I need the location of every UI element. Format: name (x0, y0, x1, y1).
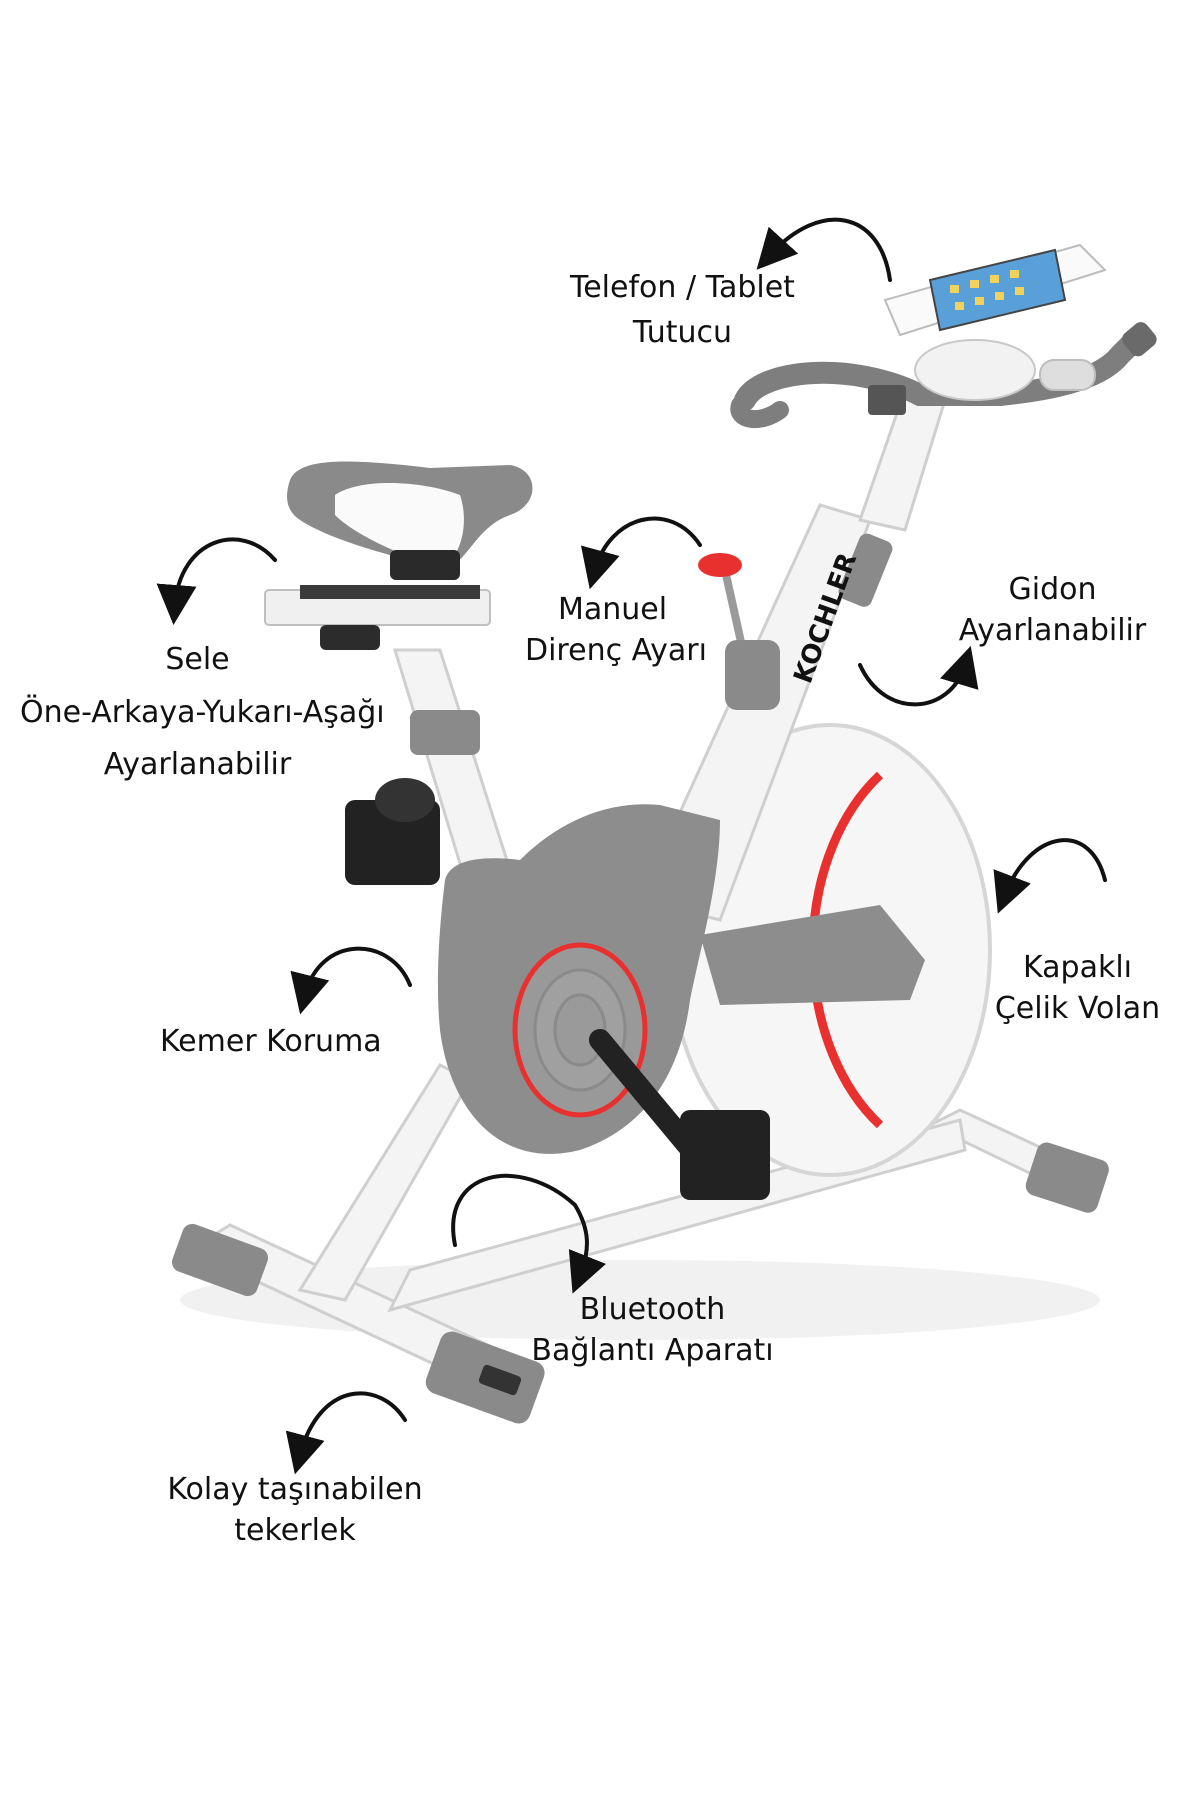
label-handlebar: Gidon Ayarlanabilir (955, 570, 1150, 651)
front-stabilizer (926, 1108, 1109, 1213)
label-flywheel-line1: Kapaklı (1023, 950, 1132, 985)
arrow-resistance (580, 516, 702, 590)
belt-guard (437, 804, 925, 1154)
rear-stabilizer (171, 1223, 545, 1424)
label-seat-line2: Öne-Arkaya-Yukarı-Aşağı (20, 694, 385, 730)
label-wheels-line1: Kolay taşınabilen (167, 1472, 423, 1507)
label-resistance-line2: Direnç Ayarı (525, 632, 707, 668)
handlebar (730, 322, 1157, 429)
label-resistance-line1: Manuel (557, 592, 668, 627)
label-handlebar-line1: Gidon (1008, 572, 1097, 607)
arrow-bluetooth (451, 1173, 606, 1294)
arrow-handlebar (858, 645, 979, 707)
label-flywheel-line2: Çelik Volan (994, 990, 1161, 1026)
label-resistance: Manuel Direnç Ayarı (525, 590, 707, 671)
pedals (345, 778, 770, 1200)
arrow-flywheel (993, 838, 1107, 914)
label-phone-holder: Telefon / Tablet Tutucu (570, 268, 795, 353)
label-wheels-line2: tekerlek (234, 1512, 356, 1548)
arrow-seat (156, 537, 277, 625)
label-seat: Sele Öne-Arkaya-Yukarı-Aşağı Ayarlanabil… (20, 640, 385, 786)
resistance-knob (698, 553, 780, 710)
label-flywheel: Kapaklı Çelik Volan (985, 948, 1170, 1029)
saddle (287, 461, 533, 580)
label-bluetooth-line2: Bağlantı Aparatı (531, 1332, 774, 1368)
label-phone-holder-line2: Tutucu (632, 314, 732, 350)
label-seat-line3: Ayarlanabilir (103, 747, 292, 782)
label-phone-holder-line1: Telefon / Tablet (570, 270, 795, 305)
tablet-holder (883, 243, 1107, 401)
arrow-belt-guard (290, 946, 412, 1015)
label-handlebar-line2: Ayarlanabilir (958, 612, 1147, 648)
label-belt-guard: Kemer Koruma (160, 1022, 382, 1063)
arrow-phone-holder (756, 217, 892, 282)
seat-post (264, 585, 512, 882)
label-belt-guard-line1: Kemer Koruma (160, 1024, 382, 1059)
label-bluetooth: Bluetooth Bağlantı Aparatı (530, 1290, 775, 1371)
arrow-wheels (285, 1391, 407, 1475)
label-bluetooth-line1: Bluetooth (579, 1292, 726, 1327)
callout-arrows (156, 217, 1107, 1475)
label-seat-line1: Sele (165, 642, 230, 677)
label-wheels: Kolay taşınabilen tekerlek (165, 1470, 425, 1551)
